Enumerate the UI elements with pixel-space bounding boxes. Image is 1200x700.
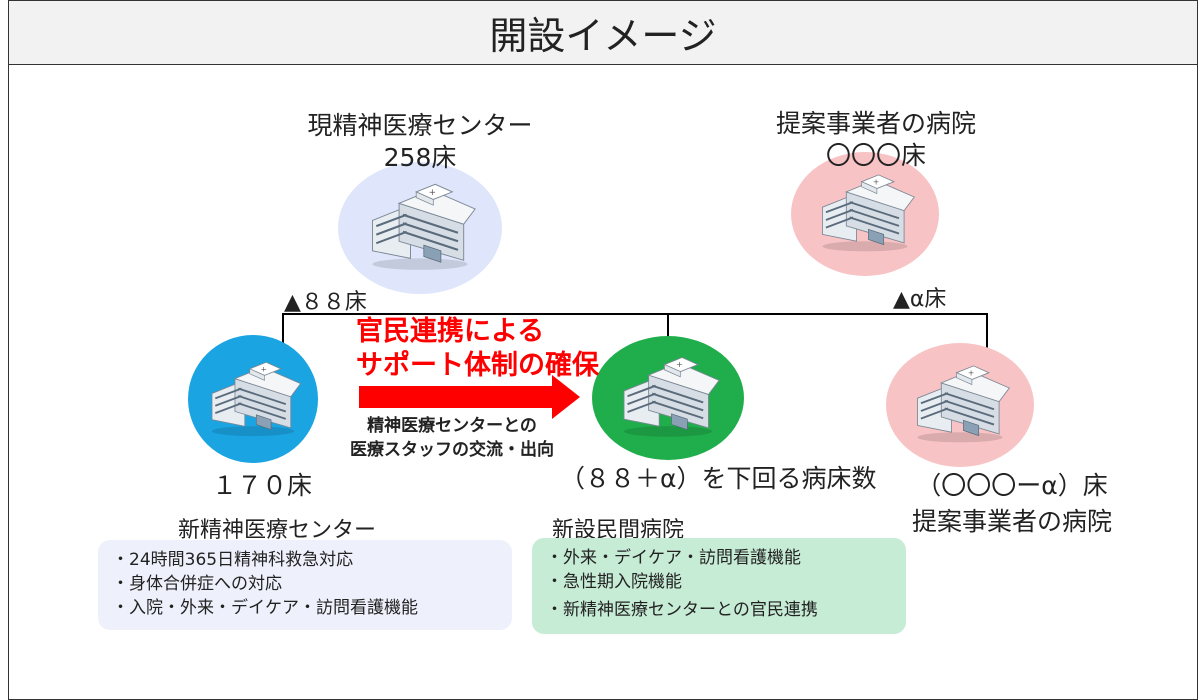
new-center-name: 新精神医療センター bbox=[177, 518, 377, 543]
new-private-beds: （８８＋α）を下回る病床数 bbox=[560, 464, 877, 493]
new-center-functions: ・24時間365日精神科救急対応 ・身体合併症への対応 ・入院・外来・デイケア・… bbox=[98, 540, 512, 630]
proposer-bottom-beds: （〇〇〇ーα）床 bbox=[916, 471, 1108, 500]
support-title-line1: 官民連携による bbox=[356, 316, 545, 347]
staff-exchange-line1: 精神医療センターとの bbox=[367, 416, 537, 436]
page-title: 開設イメージ bbox=[489, 14, 717, 58]
proposer-bottom-name: 提案事業者の病院 bbox=[911, 507, 1113, 536]
proposer-top-name: 提案事業者の病院 bbox=[775, 109, 977, 138]
new-private-functions: ・外来・デイケア・訪問看護機能 ・急性期入院機能 ・新精神医療センターとの官民連… bbox=[532, 538, 906, 634]
function-item: ・身体合併症への対応 bbox=[112, 574, 282, 594]
function-item: ・外来・デイケア・訪問看護機能 bbox=[546, 548, 801, 568]
new-center-beds: １７０床 bbox=[211, 471, 313, 500]
current-center-beds: 258床 bbox=[383, 143, 457, 172]
function-item: ・急性期入院機能 bbox=[546, 572, 682, 592]
staff-exchange-note: 精神医療センターとの 医療スタッフの交流・出向 bbox=[350, 414, 554, 462]
support-arrow bbox=[359, 375, 580, 419]
support-title-line2: サポート体制の確保 bbox=[356, 350, 599, 381]
function-item: ・新精神医療センターとの官民連携 bbox=[546, 600, 818, 620]
proposer-top-beds: 〇〇〇床 bbox=[825, 141, 927, 170]
function-item: ・24時間365日精神科救急対応 bbox=[112, 550, 354, 570]
function-item: ・入院・外来・デイケア・訪問看護機能 bbox=[112, 598, 418, 618]
reduction-left: ▲８８床 bbox=[284, 290, 367, 315]
diagram-canvas: + bbox=[188, 152, 1034, 467]
title-bar: 開設イメージ bbox=[9, 1, 1197, 65]
support-title: 官民連携による サポート体制の確保 bbox=[356, 315, 599, 383]
reduction-right: ▲α床 bbox=[893, 287, 947, 312]
current-center-name: 現精神医療センター bbox=[307, 111, 533, 140]
staff-exchange-line2: 医療スタッフの交流・出向 bbox=[350, 440, 554, 460]
